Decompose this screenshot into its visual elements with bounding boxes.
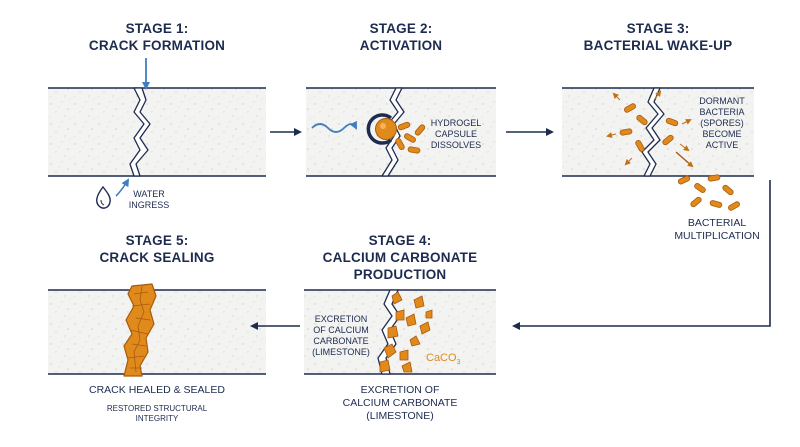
sealed-crack xyxy=(123,283,157,377)
stage-4-panel xyxy=(304,289,496,375)
limestone-crystal-icon xyxy=(379,291,433,373)
water-drop-icon xyxy=(95,185,111,209)
multiplying-bacteria xyxy=(677,173,741,212)
stage-2-panel xyxy=(306,87,496,177)
hydrogel-capsule-icon xyxy=(366,113,397,145)
crack xyxy=(129,87,151,177)
stage-5-panel xyxy=(48,283,266,377)
caco3-formula: CaCO3 xyxy=(426,352,461,367)
water-wave-icon xyxy=(311,120,357,133)
stage-3-panel xyxy=(562,87,754,212)
water-ingress-arrow xyxy=(115,178,130,197)
stage-5-title: STAGE 5:CRACK SEALING xyxy=(99,233,215,265)
flow-arrow-icon xyxy=(250,128,771,330)
arrow-3-to-4 xyxy=(512,180,771,330)
stage-1-panel xyxy=(48,58,266,209)
stage-2-title: STAGE 2:ACTIVATION xyxy=(359,21,443,53)
stage-1-title: STAGE 1:CRACK FORMATION xyxy=(88,21,226,53)
crack-healed-label: CRACK HEALED & SEALED xyxy=(89,384,225,396)
stage-3-title: STAGE 3:BACTERIAL WAKE-UP xyxy=(583,21,733,53)
